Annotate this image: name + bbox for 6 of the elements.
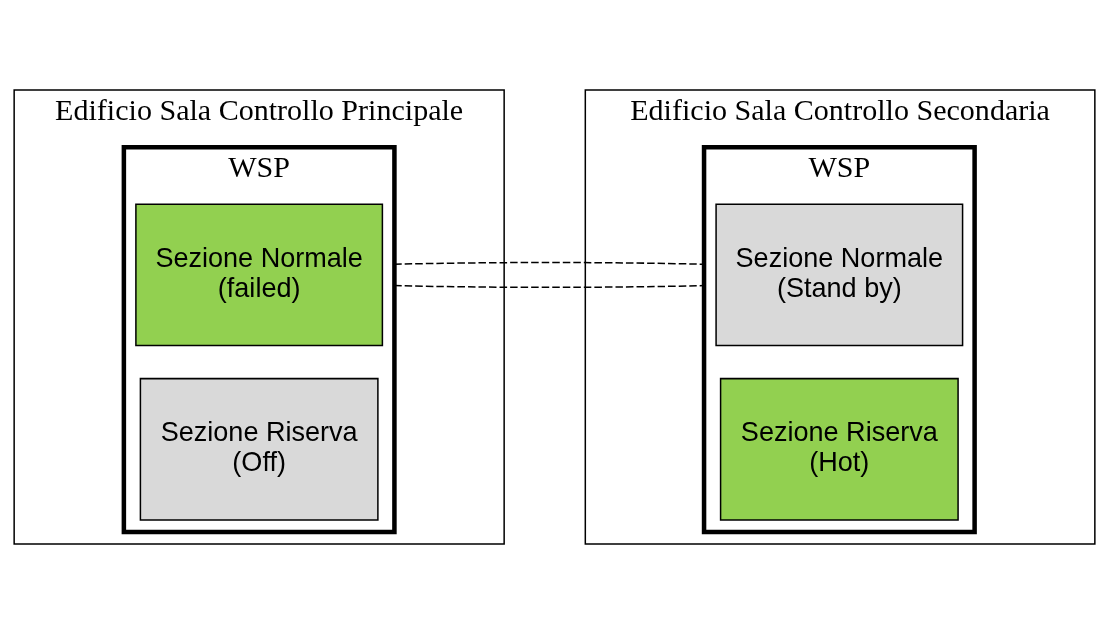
node-box: Sezione Normale (Stand by)	[715, 203, 964, 347]
node-box: Sezione Normale (failed)	[135, 203, 384, 347]
connector	[393, 284, 705, 289]
node-box: Sezione Riserva (Off)	[139, 377, 379, 521]
node-box: Sezione Riserva (Hot)	[719, 377, 959, 521]
connector	[393, 261, 705, 265]
